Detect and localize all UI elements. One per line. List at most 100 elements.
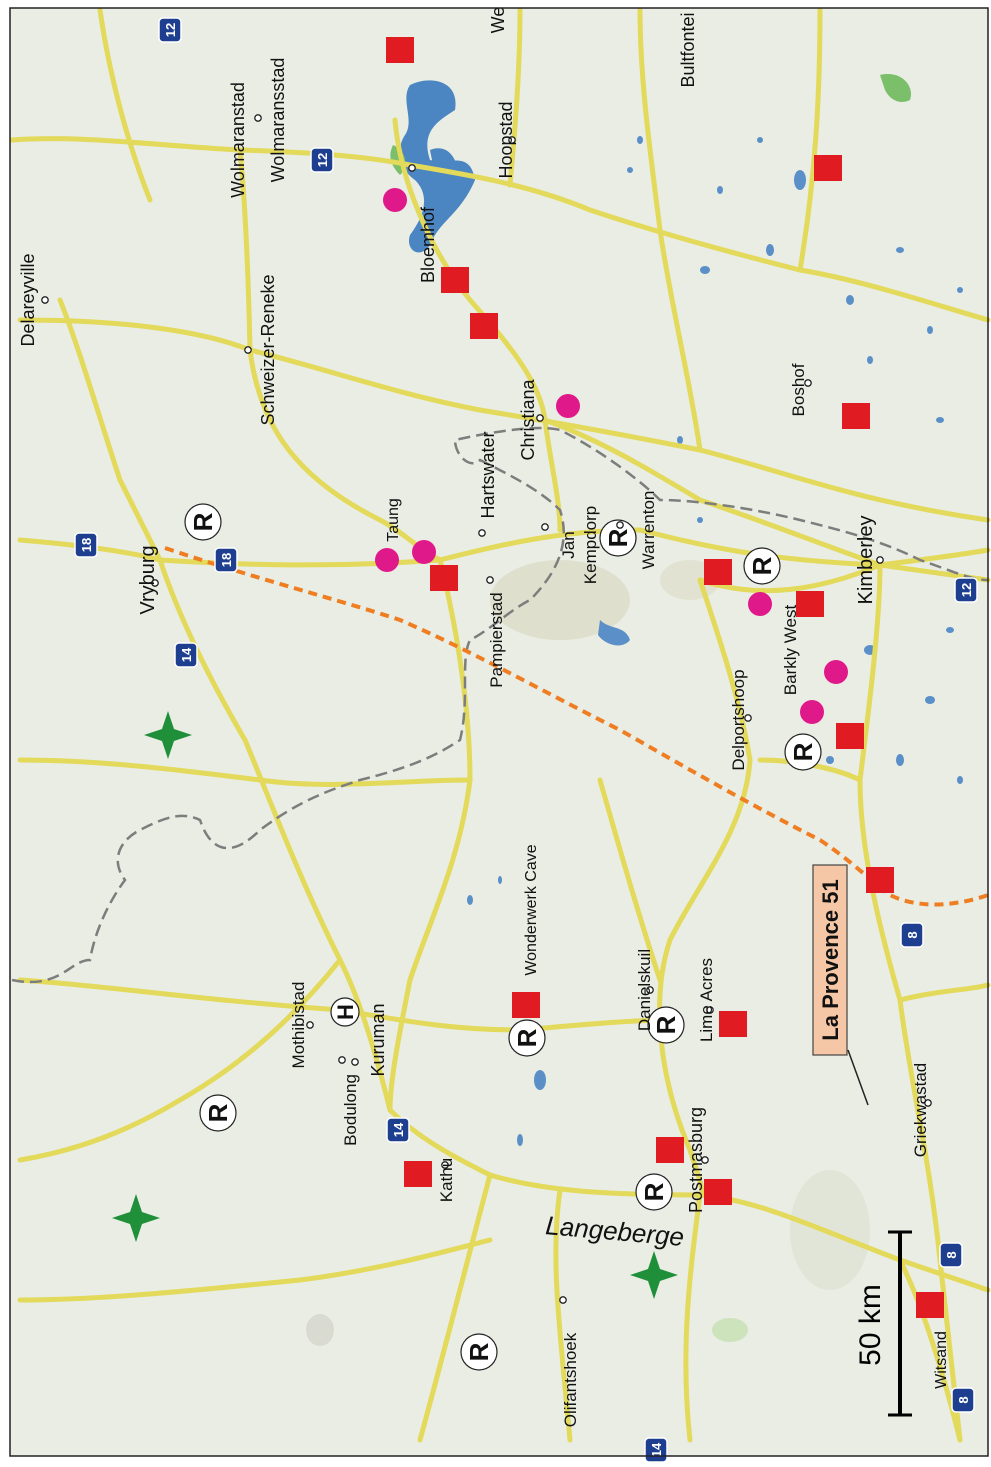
town-label-bodulong: Bodulong bbox=[341, 1074, 360, 1146]
town-label-jan-kempdorp-2: Kempdorp bbox=[581, 506, 600, 584]
magenta-circle-marker bbox=[375, 548, 399, 572]
magenta-circle-marker bbox=[383, 188, 407, 212]
highway-shield-label: 8 bbox=[905, 931, 920, 938]
town-label-wolmaransstad: Wolmaransstad bbox=[268, 58, 288, 183]
town-dot bbox=[478, 529, 486, 537]
red-square-marker bbox=[470, 313, 498, 339]
red-square-marker bbox=[386, 37, 414, 63]
town-label-barkly-west: Barkly West bbox=[781, 605, 800, 696]
site-circles bbox=[375, 188, 848, 724]
green-star-marker bbox=[112, 1194, 160, 1242]
town-label-text: Griekwastad bbox=[911, 1063, 930, 1157]
town-label-text: Warrenton bbox=[639, 491, 658, 570]
highway-shield-s14c: 14 bbox=[644, 1437, 668, 1463]
r-marker: R bbox=[508, 1019, 546, 1057]
town-label-text: Bultfontei bbox=[678, 12, 698, 87]
town-label-text: Postmasburg bbox=[686, 1107, 706, 1213]
town-dot bbox=[876, 556, 884, 564]
red-square-marker bbox=[704, 1179, 732, 1205]
highway-shield-s8a: 8 bbox=[900, 922, 924, 948]
town-label-text: Jan bbox=[559, 531, 578, 558]
town-label-text: Taung bbox=[385, 498, 402, 542]
red-square-marker bbox=[704, 559, 732, 585]
town-label-vryburg: Vryburg bbox=[137, 545, 159, 614]
town-label-hartswater: Hartswater bbox=[478, 431, 498, 518]
scale-bar: 50 km bbox=[854, 1230, 912, 1417]
town-label-text: Delportshoop bbox=[729, 669, 748, 770]
red-square-marker bbox=[512, 992, 540, 1018]
town-label-griekwastad: Griekwastad bbox=[911, 1063, 930, 1157]
scale-label: 50 km bbox=[854, 1284, 887, 1366]
town-label-text: Bloemhof bbox=[418, 206, 438, 283]
town-dot bbox=[536, 414, 544, 422]
highway-shield-label: 14 bbox=[391, 1122, 406, 1137]
r-marker: R bbox=[199, 1094, 237, 1132]
town-label-taung: Taung bbox=[385, 498, 402, 542]
magenta-circle-marker bbox=[556, 394, 580, 418]
r-marker: R bbox=[743, 547, 781, 585]
town-dot bbox=[351, 1058, 359, 1066]
town-label-text: Hartswater bbox=[478, 431, 498, 518]
town-label-christiana: Christiana bbox=[518, 378, 538, 460]
town-label-boshof: Boshof bbox=[789, 363, 808, 416]
r-marker-label: R bbox=[788, 742, 818, 761]
town-label-hoopstad: Hoopstad bbox=[496, 101, 516, 178]
town-label-kimberley: Kimberley bbox=[855, 516, 877, 605]
r-marker-label: R bbox=[464, 1342, 494, 1361]
map-labels: Delareyville Wolmaranstad WolmaransstadSch… bbox=[18, 7, 950, 1428]
r-marker: R bbox=[635, 1173, 673, 1211]
town-label-jan-kempdorp-1: Jan bbox=[559, 531, 578, 558]
r-marker-label: R bbox=[512, 1028, 542, 1047]
town-dot bbox=[486, 576, 494, 584]
r-marker: R bbox=[184, 503, 222, 541]
highway-shield-s14b: 14 bbox=[386, 1117, 410, 1143]
town-label-text: Delareyville bbox=[18, 253, 38, 346]
highway-shield-s18b: 18 bbox=[214, 547, 238, 573]
town-dot bbox=[616, 521, 624, 529]
town-label-text: Vryburg bbox=[137, 545, 159, 614]
highway-shield-s12b: 12 bbox=[310, 147, 334, 173]
town-label-text: We bbox=[488, 7, 508, 34]
town-label-wes: We bbox=[488, 7, 508, 34]
town-label-text: Wolmaranstad bbox=[228, 82, 248, 198]
town-label-text: Kempdorp bbox=[581, 506, 600, 584]
town-label-kuruman: Kuruman bbox=[368, 1003, 388, 1076]
red-square-marker bbox=[796, 591, 824, 617]
town-label-text: Olifantshoek bbox=[561, 1332, 580, 1427]
town-label-text: Kimberley bbox=[855, 516, 877, 605]
town-label-text: Kuruman bbox=[368, 1003, 388, 1076]
provincial-border bbox=[11, 426, 989, 984]
r-marker-label: R bbox=[651, 1015, 681, 1034]
r-marker-label: R bbox=[203, 1103, 233, 1122]
r-marker: R bbox=[784, 733, 822, 771]
town-label-text: Pampierstad bbox=[487, 592, 506, 687]
town-label-kathu: Kathu bbox=[437, 1158, 456, 1202]
highway-shield-s18a: 18 bbox=[74, 532, 98, 558]
red-square-marker bbox=[441, 267, 469, 293]
town-dot bbox=[924, 1099, 932, 1107]
red-square-marker bbox=[814, 155, 842, 181]
town-dots bbox=[41, 114, 932, 1304]
red-square-marker bbox=[842, 403, 870, 429]
town-label-text: Schweizer-Reneke bbox=[258, 274, 278, 425]
town-label-text: Boshof bbox=[789, 363, 808, 416]
h-marker: H bbox=[330, 997, 360, 1027]
town-label-warrenton: Warrenton bbox=[639, 491, 658, 570]
town-label-delareyville: Delareyville bbox=[18, 253, 38, 346]
highway-shield-label: 12 bbox=[163, 23, 178, 37]
town-label-text: Danielskuil bbox=[635, 949, 654, 1031]
green-star-marker bbox=[144, 711, 192, 759]
town-label-bloemhof: Bloemhof bbox=[418, 206, 438, 283]
town-dot bbox=[744, 714, 752, 722]
town-dot bbox=[804, 379, 812, 387]
highway-shield-label: 14 bbox=[649, 1442, 664, 1457]
town-dot bbox=[701, 1156, 709, 1164]
highway-shield-label: 18 bbox=[219, 553, 234, 567]
red-square-marker bbox=[836, 723, 864, 749]
red-square-marker bbox=[404, 1161, 432, 1187]
highway-shield-label: 14 bbox=[179, 647, 194, 662]
r-marker-label: R bbox=[639, 1182, 669, 1201]
town-dot bbox=[408, 164, 416, 172]
